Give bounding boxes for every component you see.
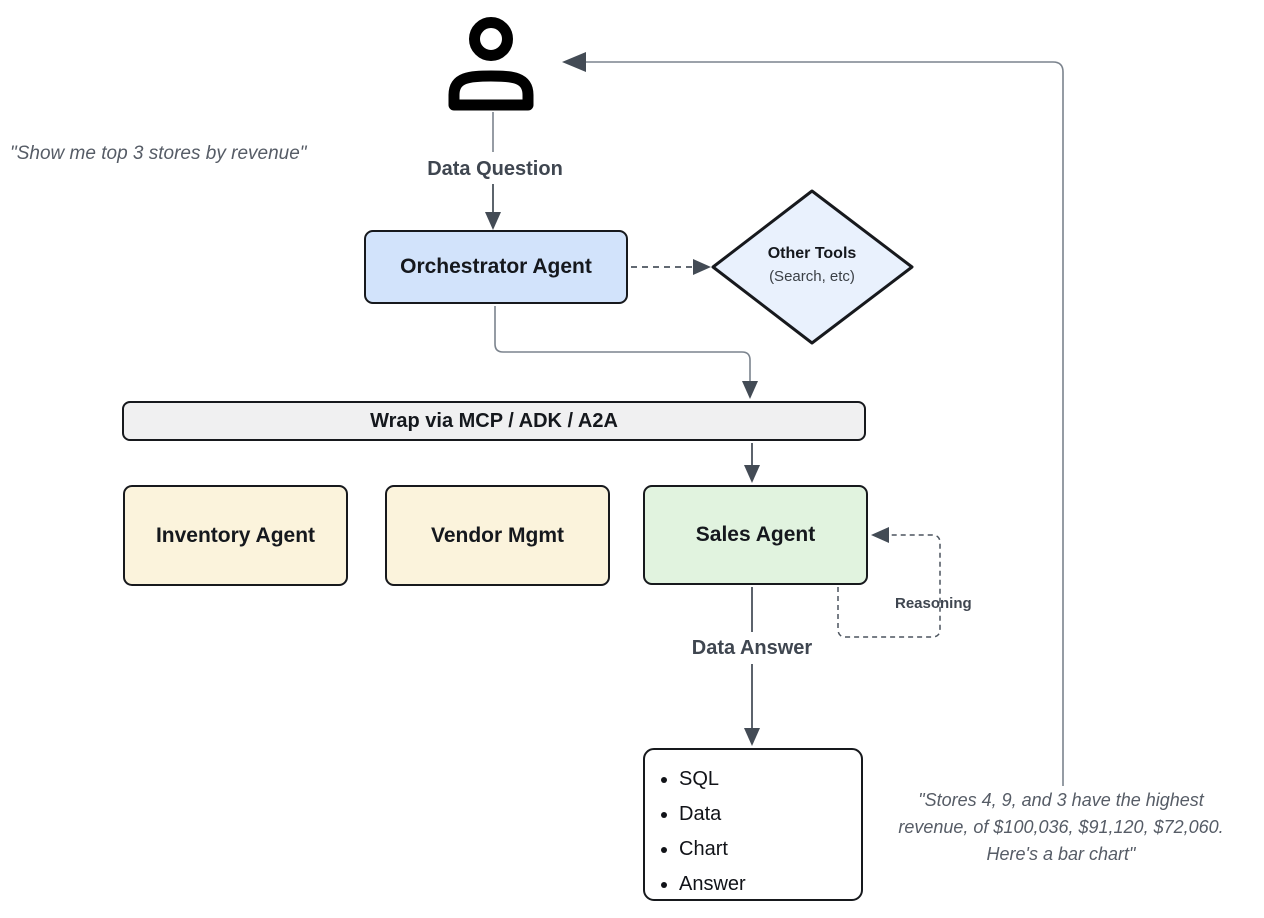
sales-arrowhead — [744, 465, 760, 483]
vendor-mgmt-node: Vendor Mgmt — [385, 485, 610, 586]
output-box-node: SQL Data Chart Answer — [643, 748, 863, 901]
data-answer-label: Data Answer — [691, 637, 813, 659]
person-icon — [448, 17, 534, 111]
output-list-item: SQL — [679, 762, 746, 797]
wrap-layer-node: Wrap via MCP / ADK / A2A — [122, 401, 866, 441]
result-quote-line: "Stores 4, 9, and 3 have the highest — [918, 790, 1204, 810]
other-tools-diamond — [711, 189, 914, 345]
orchestrator-wrap-edge — [494, 306, 751, 382]
wrap-arrowhead — [742, 381, 758, 399]
other-tools-subtitle: (Search, etc) — [769, 268, 855, 285]
sales-agent-label: Sales Agent — [695, 523, 816, 546]
other-tools-arrowhead — [693, 259, 711, 275]
orchestrator-agent-label: Orchestrator Agent — [400, 255, 592, 278]
question-arrowhead — [485, 212, 501, 230]
other-tools-node: Other Tools (Search, etc) — [727, 242, 897, 288]
inventory-agent-label: Inventory Agent — [155, 523, 316, 547]
other-tools-title: Other Tools — [767, 245, 857, 262]
output-list-item: Answer — [679, 867, 746, 902]
data-question-label: Data Question — [427, 158, 563, 180]
orchestrator-agent-node: Orchestrator Agent — [364, 230, 628, 304]
output-list-item: Chart — [679, 832, 746, 867]
sales-agent-node: Sales Agent — [643, 485, 868, 585]
result-quote-line: Here's a bar chart" — [986, 844, 1136, 864]
result-quote-line: revenue, of $100,036, $91,120, $72,060. — [898, 817, 1224, 837]
reasoning-label: Reasoning — [895, 595, 972, 612]
reasoning-arrowhead — [871, 527, 889, 543]
output-list-item: Data — [679, 797, 746, 832]
output-arrowhead — [744, 728, 760, 746]
vendor-mgmt-label: Vendor Mgmt — [430, 523, 564, 547]
output-list: SQL Data Chart Answer — [645, 762, 746, 902]
user-quote: "Show me top 3 stores by revenue" — [10, 143, 307, 164]
wrap-layer-label: Wrap via MCP / ADK / A2A — [370, 409, 618, 432]
inventory-agent-node: Inventory Agent — [123, 485, 348, 586]
feedback-arrowhead — [562, 52, 586, 72]
result-quote: "Stores 4, 9, and 3 have the highest rev… — [872, 787, 1250, 868]
